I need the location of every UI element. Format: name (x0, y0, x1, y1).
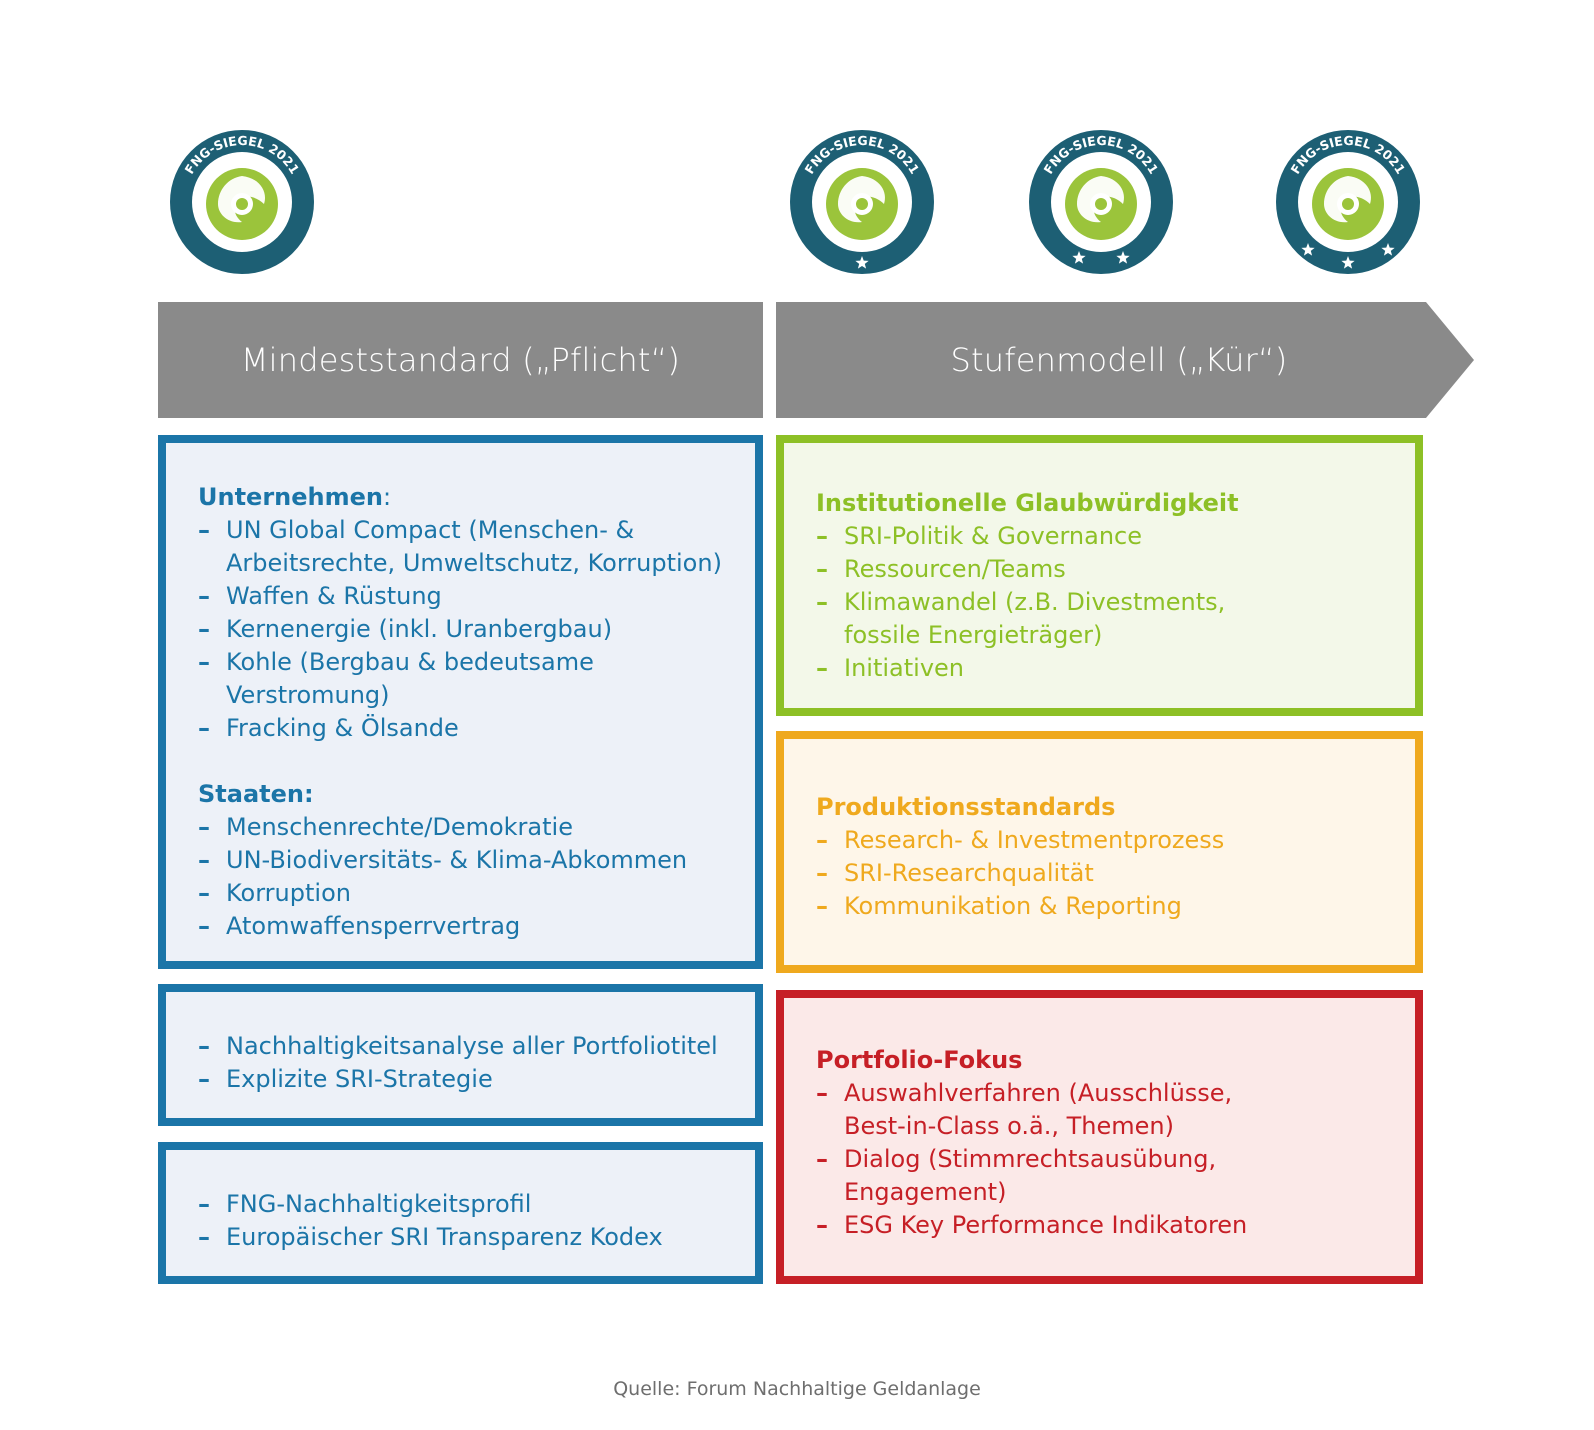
banner-stufenmodell-arrow: Stufenmodell („Kür“) (776, 302, 1474, 418)
box-analyse-strategie: Nachhaltigkeitsanalyse aller Portfolioti… (158, 984, 763, 1126)
list-analyse: Nachhaltigkeitsanalyse aller Portfolioti… (198, 1030, 758, 1096)
seal-stufe-3: FNG-SIEGEL 2021 (1274, 128, 1422, 276)
list-item: Auswahlverfahren (Ausschlüsse, Best-in-C… (816, 1077, 1416, 1143)
fng-seal-icon: FNG-SIEGEL 2021 (1029, 130, 1173, 274)
box-produktionsstandards: Produktionsstandards Research- & Investm… (776, 731, 1423, 973)
fng-seal-icon: FNG-SIEGEL 2021 (1276, 130, 1420, 274)
list-item: Atomwaffensperrvertrag (198, 910, 738, 943)
list-transparenz: FNG-Nachhaltigkeitsprofil Europäischer S… (198, 1188, 758, 1254)
star-icon (1381, 243, 1395, 256)
list-staaten: Menschenrechte/Demokratie UN-Biodiversit… (198, 811, 738, 943)
list-item: ESG Key Performance Indikatoren (816, 1209, 1416, 1242)
list-item: SRI-Politik & Governance (816, 520, 1396, 553)
list-item: Initiativen (816, 652, 1396, 685)
list-item: UN-Biodiversitäts- & Klima-Abkommen (198, 844, 738, 877)
list-item: Waffen & Rüstung (198, 580, 738, 613)
list-item: Nachhaltigkeitsanalyse aller Portfolioti… (198, 1030, 758, 1063)
list-portfolio-fokus: Auswahlverfahren (Ausschlüsse, Best-in-C… (816, 1077, 1416, 1242)
list-item: Research- & Investmentprozess (816, 824, 1416, 857)
list-item: SRI-Researchqualität (816, 857, 1416, 890)
list-item: Dialog (Stimmrechtsausübung, Engagement) (816, 1143, 1416, 1209)
heading-portfolio-fokus: Portfolio-Fokus (816, 1046, 1023, 1074)
box-ausschlusskriterien: Unternehmen: UN Global Compact (Menschen… (158, 435, 763, 969)
list-item: Kommunikation & Reporting (816, 890, 1416, 923)
heading-unternehmen-colon: : (382, 483, 392, 511)
list-item: FNG-Nachhaltigkeitsprofil (198, 1188, 758, 1221)
fng-seal-icon: FNG-SIEGEL 2021 (790, 130, 934, 274)
heading-produktionsstandards: Produktionsstandards (816, 793, 1116, 821)
box-institutionelle-glaubwuerdigkeit: Institutionelle Glaubwürdigkeit SRI-Poli… (776, 435, 1423, 716)
star-icon (1341, 256, 1355, 269)
heading-unternehmen-text: Unternehmen (198, 483, 383, 511)
star-icon (1072, 251, 1086, 264)
list-item: UN Global Compact (Menschen- & Arbeitsre… (198, 514, 738, 580)
list-item: Fracking & Ölsande (198, 712, 738, 745)
banner-stufenmodell-label: Stufenmodell („Kür“) (950, 341, 1288, 379)
list-institutionelle-glaubwuerdigkeit: SRI-Politik & Governance Ressourcen/Team… (816, 520, 1396, 685)
list-item: Klimawandel (z.B. Divestments, fossile E… (816, 586, 1396, 652)
seal-mindeststandard: FNG-SIEGEL 2021 (168, 128, 316, 276)
list-item: Kohle (Bergbau & bedeutsame Verstromung) (198, 646, 738, 712)
list-item: Menschenrechte/Demokratie (198, 811, 738, 844)
list-item: Ressourcen/Teams (816, 553, 1396, 586)
seal-stufe-2: FNG-SIEGEL 2021 (1027, 128, 1175, 276)
list-item: Korruption (198, 877, 738, 910)
list-unternehmen: UN Global Compact (Menschen- & Arbeitsre… (198, 514, 738, 745)
banner-mindeststandard-label: Mindeststandard („Pflicht“) (240, 341, 681, 379)
heading-institutionelle-glaubwuerdigkeit: Institutionelle Glaubwürdigkeit (816, 489, 1239, 517)
source-caption: Quelle: Forum Nachhaltige Geldanlage (613, 1378, 981, 1400)
fng-seal-icon: FNG-SIEGEL 2021 (170, 130, 314, 274)
star-icon (1116, 251, 1130, 264)
star-icon (855, 256, 869, 269)
box-portfolio-fokus: Portfolio-Fokus Auswahlverfahren (Aussch… (776, 990, 1423, 1284)
list-item: Kernenergie (inkl. Uranbergbau) (198, 613, 738, 646)
seal-stufe-1: FNG-SIEGEL 2021 (788, 128, 936, 276)
heading-staaten: Staaten: (198, 780, 314, 808)
box-transparenz: FNG-Nachhaltigkeitsprofil Europäischer S… (158, 1142, 763, 1284)
banner-mindeststandard: Mindeststandard („Pflicht“) (158, 302, 763, 418)
list-item: Europäischer SRI Transparenz Kodex (198, 1221, 758, 1254)
heading-unternehmen: Unternehmen: (198, 481, 738, 514)
list-produktionsstandards: Research- & Investmentprozess SRI-Resear… (816, 824, 1416, 923)
list-item: Explizite SRI-Strategie (198, 1063, 758, 1096)
star-icon (1301, 243, 1315, 256)
